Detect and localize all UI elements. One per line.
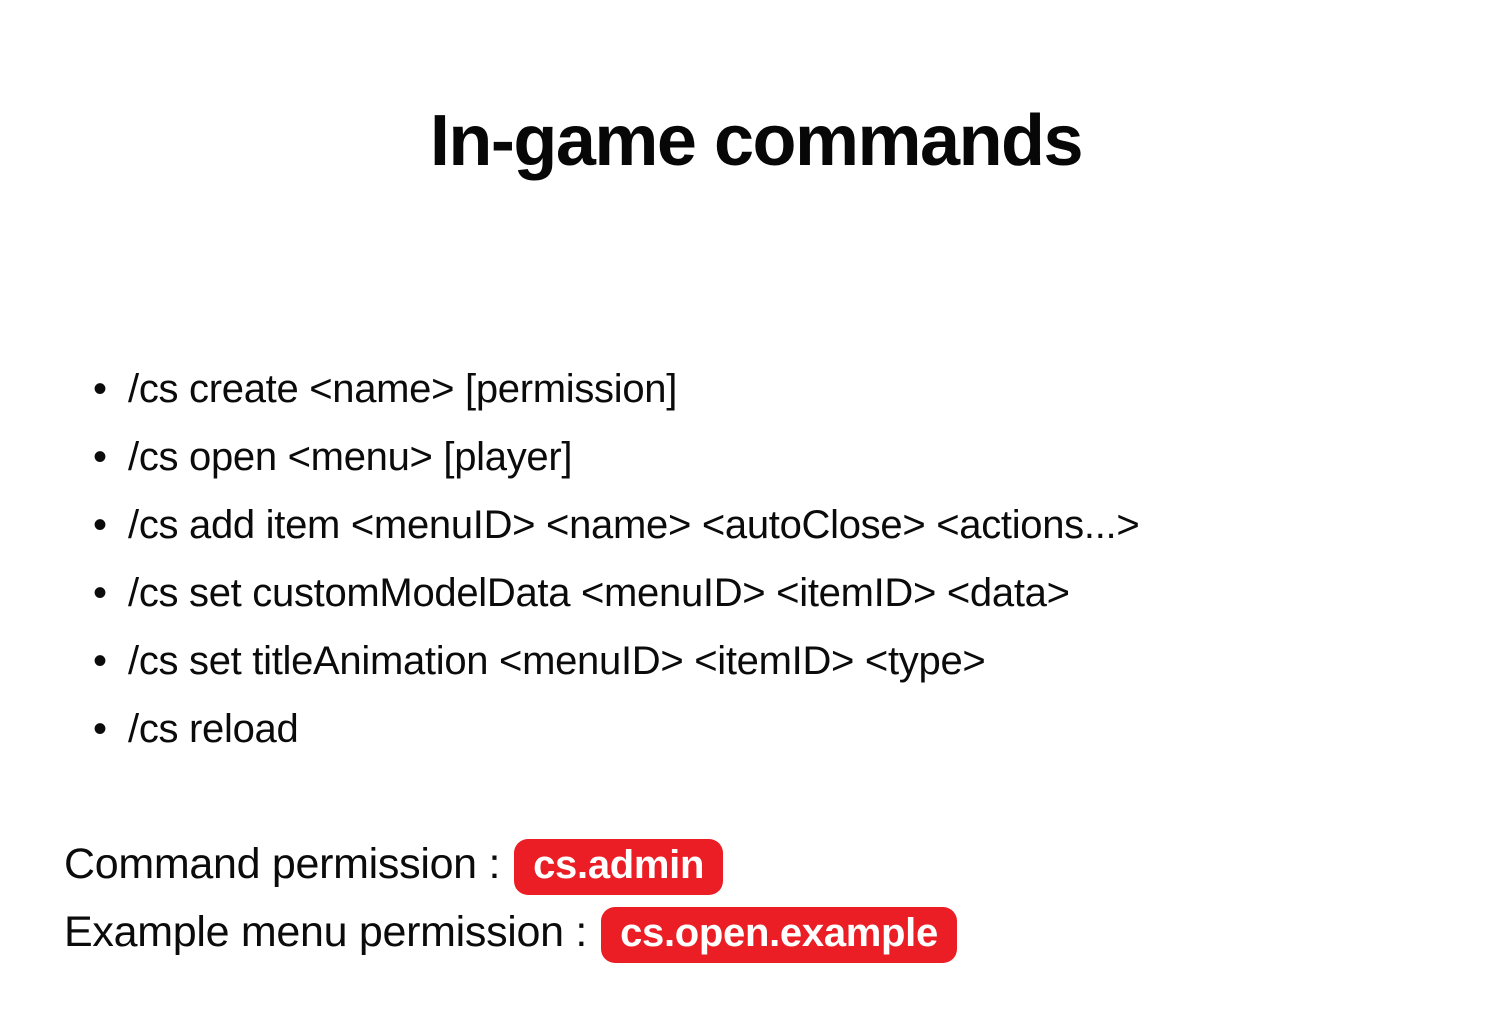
command-item: /cs set customModelData <menuID> <itemID… — [93, 559, 1512, 627]
command-item: /cs set titleAnimation <menuID> <itemID>… — [93, 627, 1512, 695]
command-item: /cs create <name> [permission] — [93, 355, 1512, 423]
command-item: /cs add item <menuID> <name> <autoClose>… — [93, 491, 1512, 559]
permissions-section: Command permission : cs.admin Example men… — [64, 830, 1512, 966]
example-menu-permission-badge: cs.open.example — [601, 906, 957, 963]
example-menu-permission-label: Example menu permission : — [64, 907, 588, 956]
command-item: /cs reload — [93, 695, 1512, 763]
commands-list: /cs create <name> [permission] /cs open … — [93, 355, 1512, 763]
command-permission-label: Command permission : — [64, 839, 501, 888]
example-menu-permission-line: Example menu permission : cs.open.example — [64, 898, 1512, 966]
command-item: /cs open <menu> [player] — [93, 423, 1512, 491]
page-title: In-game commands — [429, 101, 1084, 181]
command-permission-line: Command permission : cs.admin — [64, 830, 1512, 898]
command-permission-badge: cs.admin — [514, 838, 724, 895]
